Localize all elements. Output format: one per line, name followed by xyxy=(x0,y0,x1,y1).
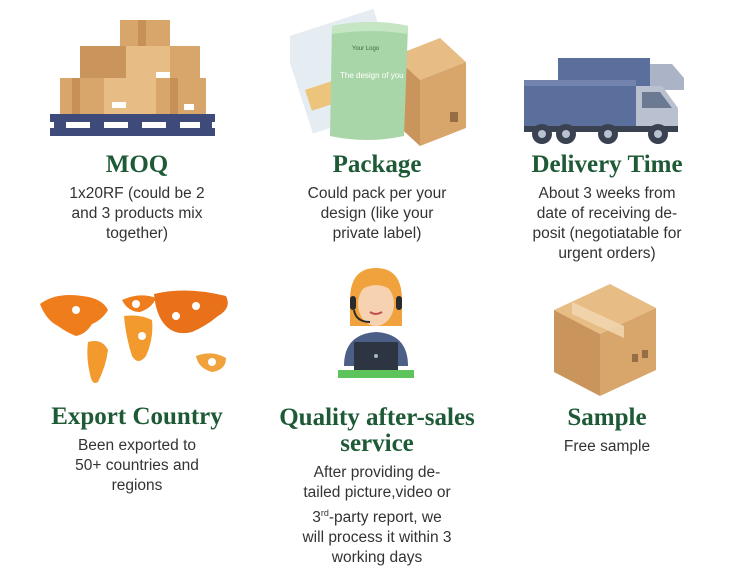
package-description: Could pack per your design (like your pr… xyxy=(252,184,502,244)
delivery-desc-line: posit (negotiatable for xyxy=(532,225,682,242)
export-desc-line: regions xyxy=(111,477,163,494)
export-country-description: Been exported to 50+ countries and regio… xyxy=(12,436,262,496)
delivery-title: Delivery Time xyxy=(531,151,683,178)
ordinal-suffix: rd xyxy=(320,508,329,518)
delivery-description: About 3 weeks from date of receiving de-… xyxy=(482,184,732,264)
moq-description: 1x20RF (could be 2 and 3 products mix to… xyxy=(12,184,262,244)
sample-desc-line: Free sample xyxy=(563,438,651,455)
moq-title: MOQ xyxy=(105,151,169,178)
quality-title-line: service xyxy=(340,430,414,457)
export-desc-line: Been exported to xyxy=(77,437,197,454)
support-agent-icon xyxy=(338,268,414,378)
package-title: Package xyxy=(332,151,422,178)
pallet-boxes-icon xyxy=(50,20,215,136)
quality-desc-line: After providing de- xyxy=(313,464,441,481)
quality-desc-line: 3rd-party report, we xyxy=(252,503,502,528)
bag-logo-text: Your Logo xyxy=(352,46,380,52)
quality-description: After providing de- tailed picture,video… xyxy=(252,463,502,568)
moq-desc-line: together) xyxy=(105,225,169,242)
quality-title-line: Quality after-sales xyxy=(279,404,475,431)
sample-title: Sample xyxy=(567,404,647,431)
package-desc-line: private label) xyxy=(332,225,422,242)
moq-desc-line: 1x20RF (could be 2 xyxy=(69,185,205,202)
sample-box-icon xyxy=(554,284,656,396)
ordinal-number: 3 xyxy=(312,509,321,527)
export-desc-line: 50+ countries and xyxy=(75,457,199,474)
quality-title: Quality after-sales service xyxy=(252,405,502,457)
package-desc-line: design (like your xyxy=(320,205,434,222)
quality-desc-line: working days xyxy=(331,549,423,567)
sample-description: Free sample xyxy=(482,437,732,457)
trucks-icon xyxy=(524,58,684,144)
delivery-desc-line: About 3 weeks from xyxy=(538,185,676,202)
package-bag-icon: Your Logo The design of you xyxy=(290,8,466,146)
moq-desc-line: and 3 products mix xyxy=(71,205,203,222)
quality-desc-text: -party report, we xyxy=(328,509,442,527)
quality-desc-line: will process it within 3 xyxy=(302,529,452,547)
quality-desc-line: tailed picture,video or xyxy=(303,484,451,501)
delivery-desc-line: urgent orders) xyxy=(558,245,656,262)
package-desc-line: Could pack per your xyxy=(307,185,447,202)
export-country-title: Export Country xyxy=(51,403,223,430)
bag-design-text: The design of you xyxy=(340,71,404,80)
delivery-desc-line: date of receiving de- xyxy=(536,205,678,222)
world-map-icon xyxy=(40,290,228,383)
